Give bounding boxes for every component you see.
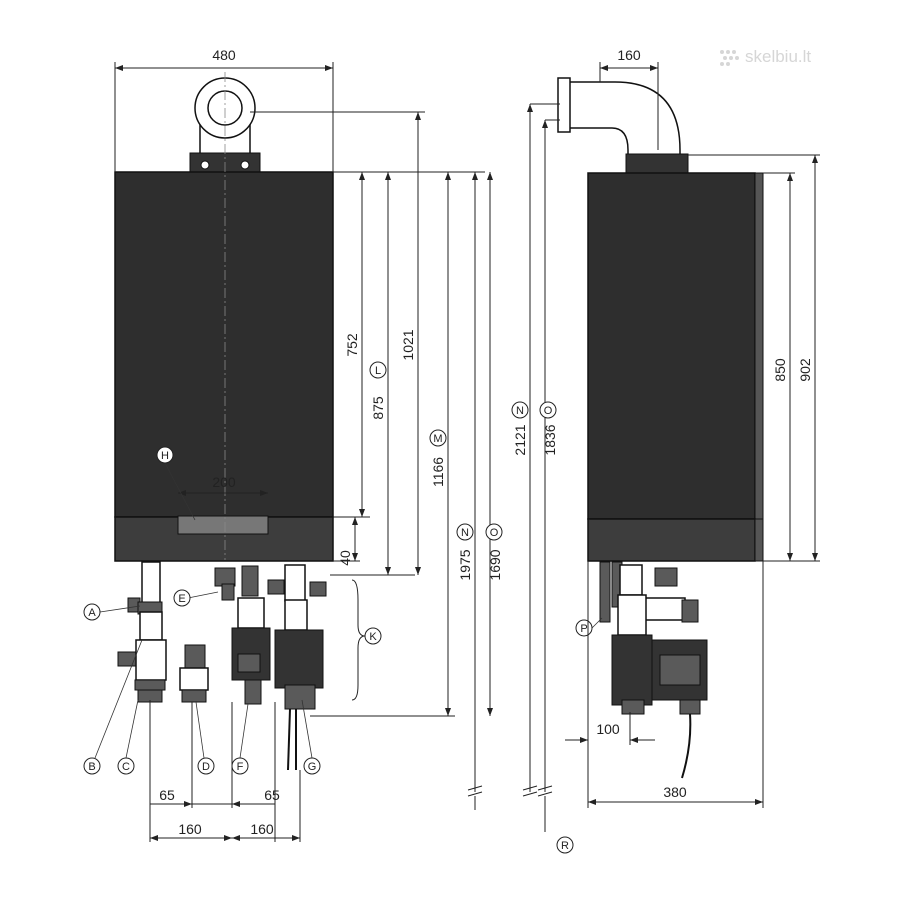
svg-text:K: K	[369, 631, 377, 643]
side-casing	[587, 172, 756, 520]
marker-N-front: N	[456, 523, 474, 541]
svg-text:E: E	[178, 593, 185, 605]
dim-875-label: 875	[370, 396, 386, 420]
side-view: 160 2121 N 1836 O 850	[511, 47, 820, 854]
marker-E: E	[173, 589, 191, 607]
svg-text:N: N	[461, 527, 469, 539]
dim-1166-label: 1166	[430, 457, 446, 487]
dim-902-label: 902	[797, 358, 813, 382]
marker-C: C	[117, 757, 135, 775]
svg-text:L: L	[375, 365, 381, 377]
svg-text:F: F	[237, 761, 244, 773]
watermark-dots-icon	[720, 50, 739, 66]
watermark-text: skelbiu.lt	[745, 47, 811, 66]
flue-offset-label: 160	[617, 47, 641, 63]
spacing-65-left-label: 65	[159, 787, 175, 803]
depth-label: 380	[663, 784, 687, 800]
marker-B: B	[83, 757, 101, 775]
front-view: 480 200 H 752 875 L	[83, 47, 503, 842]
marker-L: L	[369, 361, 387, 379]
marker-H: H	[156, 446, 174, 464]
dim-1836-label: 1836	[542, 424, 558, 455]
svg-text:D: D	[202, 761, 210, 773]
dim-40-label: 40	[337, 550, 353, 566]
marker-A: A	[83, 603, 101, 621]
marker-P: P	[575, 619, 593, 637]
marker-M: M	[429, 429, 447, 447]
svg-text:N: N	[516, 405, 524, 417]
pipe-spacing-label: 200	[212, 474, 236, 490]
svg-text:O: O	[544, 405, 553, 417]
side-flue	[557, 77, 689, 175]
front-casing	[114, 171, 334, 518]
spacing-160-right-label: 160	[250, 821, 274, 837]
spacing-160-left-label: 160	[178, 821, 202, 837]
marker-G: G	[303, 757, 321, 775]
marker-F: F	[231, 757, 249, 775]
svg-text:R: R	[561, 840, 569, 852]
dim-1975-label: 1975	[457, 549, 473, 580]
dim-1021-label: 1021	[400, 329, 416, 360]
svg-text:H: H	[161, 450, 169, 462]
dim-100-label: 100	[596, 721, 620, 737]
spacing-65-right-label: 65	[264, 787, 280, 803]
marker-R: R	[556, 836, 574, 854]
front-width-label: 480	[212, 47, 236, 63]
side-base	[587, 518, 756, 562]
marker-O-front: O	[485, 523, 503, 541]
svg-text:O: O	[490, 527, 499, 539]
dim-1690-label: 1690	[487, 549, 503, 580]
dim-850-label: 850	[772, 358, 788, 382]
watermark: skelbiu.lt	[720, 47, 811, 66]
svg-text:B: B	[88, 761, 95, 773]
marker-D: D	[197, 757, 215, 775]
front-fittings	[117, 561, 327, 771]
front-label-plate	[177, 515, 269, 535]
svg-text:C: C	[122, 761, 130, 773]
marker-N-side: N	[511, 401, 529, 419]
svg-text:M: M	[433, 433, 442, 445]
dim-2121-label: 2121	[512, 424, 528, 455]
svg-text:A: A	[88, 607, 96, 619]
svg-text:G: G	[308, 761, 317, 773]
dim-752-label: 752	[344, 333, 360, 357]
marker-O-side: O	[539, 401, 557, 419]
side-fittings	[599, 561, 708, 779]
marker-K: K	[364, 627, 382, 645]
svg-text:P: P	[580, 623, 587, 635]
